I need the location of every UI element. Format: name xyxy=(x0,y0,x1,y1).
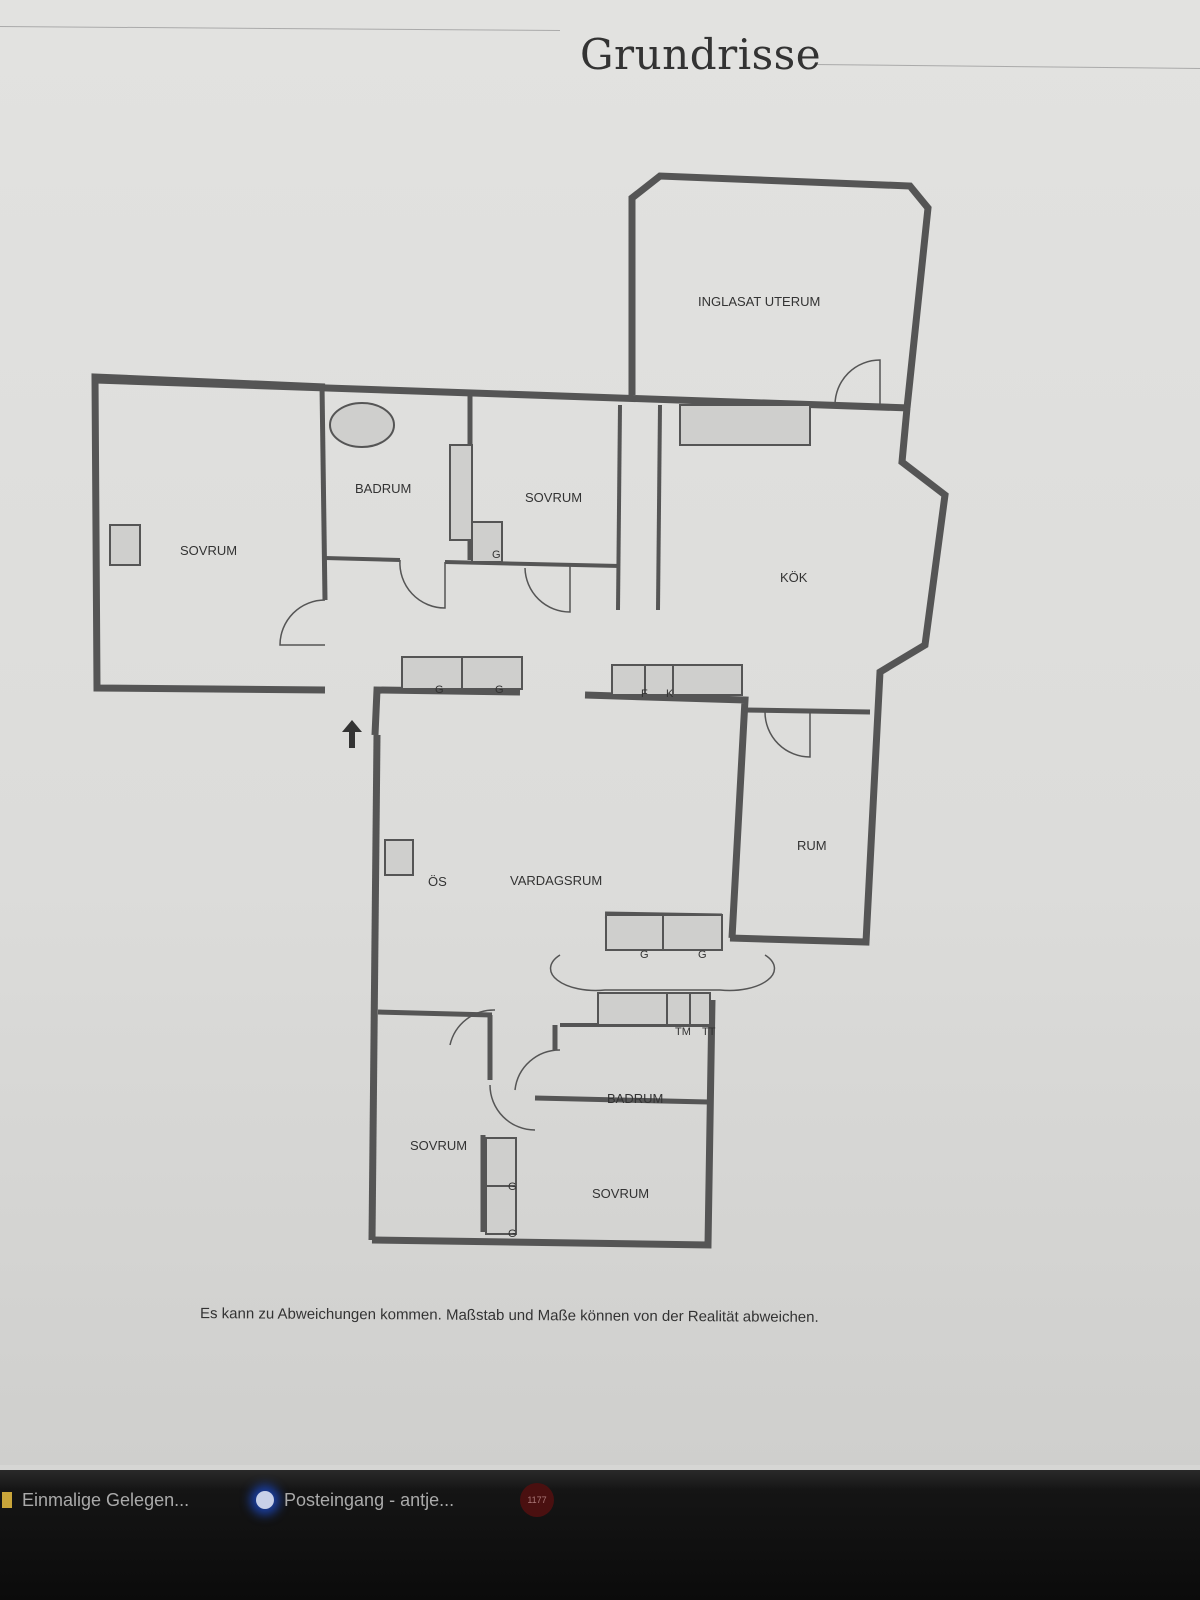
wall-kitchen-right xyxy=(729,407,949,946)
room-inglasat-uterum: INGLASAT UTERUM xyxy=(698,294,820,309)
fixture-g: G xyxy=(698,949,707,961)
fixture-g: G xyxy=(508,1228,517,1240)
room-sovrum-bottom-left: SOVRUM xyxy=(410,1138,467,1153)
stair-arrow-icon xyxy=(342,720,362,748)
folder-icon xyxy=(2,1492,12,1508)
wall-vardagsrum-right xyxy=(584,691,749,939)
wall-vardagsrum-left xyxy=(368,734,381,1241)
fixture-k: K xyxy=(666,688,674,700)
wall-bottom-block xyxy=(371,999,716,1249)
room-sovrum-left: SOVRUM xyxy=(180,543,237,558)
taskbar-item-label: Einmalige Gelegen... xyxy=(22,1489,190,1510)
room-vardagsrum: VARDAGSRUM xyxy=(510,873,602,888)
taskbar: Einmalige Gelegen... Posteingang - antje… xyxy=(0,1470,1200,1600)
fixture-g: G xyxy=(492,549,501,561)
taskbar-item-einmalige[interactable]: Einmalige Gelegen... xyxy=(2,1480,189,1520)
fixture-tt: TT xyxy=(702,1026,716,1038)
room-kok: KÖK xyxy=(780,570,808,585)
disclaimer-caption: Es kann zu Abweichungen kommen. Maßstab … xyxy=(199,1305,819,1326)
room-badrum-bottom: BADRUM xyxy=(607,1091,663,1106)
notification-badge: 1177 xyxy=(520,1483,554,1517)
fixture-g: G xyxy=(640,949,649,961)
taskbar-item-label: Posteingang - antje... xyxy=(284,1489,455,1510)
door-arcs xyxy=(279,359,881,1131)
fixture-g: G xyxy=(435,684,444,696)
browser-icon xyxy=(256,1491,274,1509)
page-title: Grundrisse xyxy=(580,30,822,79)
room-badrum-top: BADRUM xyxy=(355,481,411,496)
screen: Grundrisse xyxy=(0,0,1200,1465)
taskbar-item-posteingang[interactable]: Posteingang - antje... xyxy=(256,1480,454,1520)
wall-vardagsrum xyxy=(371,686,521,736)
room-rum: RUM xyxy=(797,838,827,853)
floor-plan: INGLASAT UTERUM SOVRUM BADRUM SOVRUM KÖK… xyxy=(91,172,949,1249)
wall-top xyxy=(94,376,911,412)
walls xyxy=(91,172,949,1249)
wall-uterum xyxy=(628,172,932,409)
fixtures xyxy=(109,402,811,1235)
room-sovrum-bottom-right: SOVRUM xyxy=(592,1186,649,1201)
fixture-tm: TM xyxy=(675,1026,691,1038)
room-sovrum-top: SOVRUM xyxy=(525,490,582,505)
fixture-g: G xyxy=(508,1181,517,1193)
taskbar-notification[interactable]: 1177 xyxy=(520,1480,554,1520)
fixture-f: F xyxy=(641,688,648,700)
room-os: ÖS xyxy=(428,874,447,889)
fixture-g: G xyxy=(495,684,504,696)
